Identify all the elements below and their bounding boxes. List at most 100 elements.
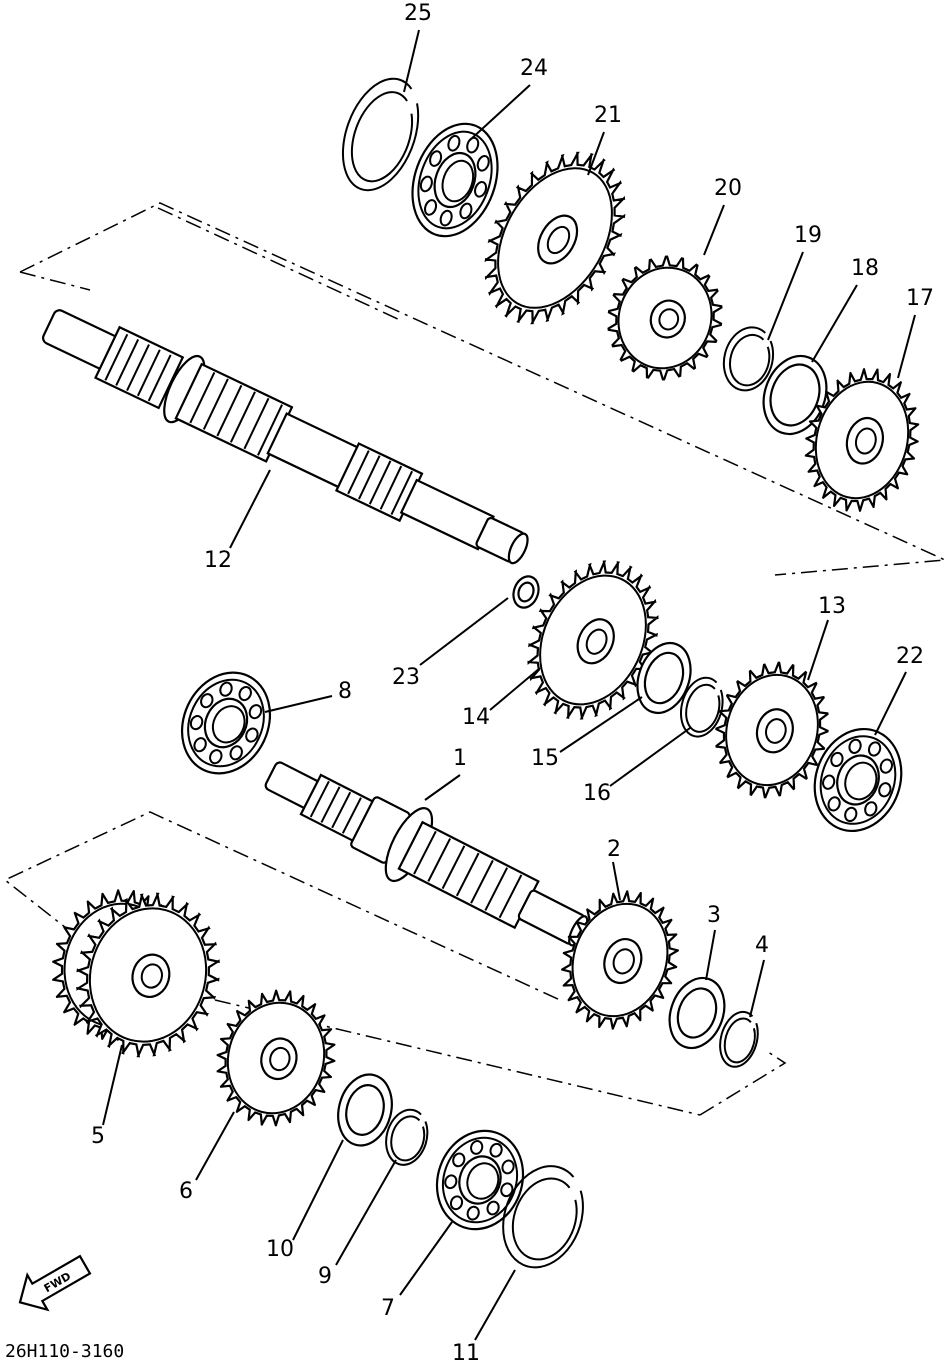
callout-part-18: 18: [811, 256, 879, 363]
leader-line: [424, 774, 461, 801]
callout-number: 23: [392, 665, 420, 690]
part-4-circlip: [719, 1010, 759, 1068]
part-24-bearing: [411, 122, 499, 238]
part-20-gear: [607, 255, 723, 381]
part-5-gear: [52, 889, 220, 1058]
main-axle-group-boundary: [3, 811, 787, 1116]
leader-line: [587, 131, 605, 176]
part-18-washer: [762, 354, 828, 436]
part-17-gear: [804, 368, 920, 512]
leader-line: [559, 696, 643, 753]
callout-part-25: 25: [403, 1, 432, 93]
callout-number: 19: [794, 223, 822, 248]
callout-number: 8: [338, 679, 352, 704]
leader-line: [264, 695, 333, 713]
part-25-circlip: [342, 77, 420, 192]
part-10-washer: [337, 1073, 393, 1147]
callout-part-14: 14: [462, 667, 541, 730]
callout-number: 15: [531, 746, 559, 771]
leader-line: [807, 619, 829, 681]
part-8-bearing: [180, 671, 272, 775]
callout-number: 10: [266, 1237, 294, 1262]
callout-number: 16: [583, 781, 611, 806]
callout-number: 18: [851, 256, 879, 281]
leader-line: [897, 314, 916, 379]
callout-number: 25: [404, 1, 432, 26]
part-15-washer: [636, 642, 692, 714]
leader-line: [489, 667, 541, 711]
callout-number: 5: [91, 1124, 105, 1149]
callout-part-20: 20: [703, 176, 742, 256]
leader-line: [612, 861, 621, 901]
callout-part-15: 15: [531, 696, 643, 771]
callout-part-16: 16: [583, 727, 691, 806]
leader-line: [419, 597, 509, 666]
part-11-circlip: [502, 1165, 584, 1269]
callout-part-1: 1: [424, 746, 467, 801]
part-6-gear: [216, 989, 336, 1127]
callout-number: 24: [520, 56, 548, 81]
part-9-circlip: [385, 1108, 429, 1166]
leader-line: [469, 84, 531, 141]
drive-axle: [42, 309, 529, 565]
leader-line: [705, 929, 716, 981]
callout-part-11: 11: [452, 1269, 516, 1363]
callout-number: 22: [896, 644, 924, 669]
callout-number: 11: [452, 1341, 480, 1363]
callout-number: 17: [906, 286, 934, 311]
leader-line: [703, 204, 725, 256]
leader-line: [811, 284, 858, 363]
callout-number: 9: [318, 1264, 332, 1289]
leader-line: [874, 671, 907, 736]
callout-number: 20: [714, 176, 742, 201]
part-2-gear: [561, 890, 679, 1030]
callout-number: 1: [453, 746, 467, 771]
callout-part-7: 7: [381, 1221, 453, 1321]
forward-arrow-icon: FWD: [18, 1254, 92, 1312]
callout-part-17: 17: [897, 286, 934, 379]
leader-line: [195, 1111, 235, 1181]
callout-part-9: 9: [318, 1159, 397, 1289]
leader-line: [292, 1139, 344, 1241]
part-21-gear: [484, 151, 626, 325]
part-14-gear: [527, 560, 659, 720]
callout-part-13: 13: [807, 594, 846, 681]
drive-axle-group-boundary: [19, 202, 948, 576]
leader-line: [767, 251, 804, 341]
callout-part-4: 4: [749, 933, 769, 1018]
callout-part-23: 23: [392, 597, 509, 690]
drawing-code: 26H110-3160: [5, 1341, 124, 1362]
part-13-gear: [715, 661, 829, 799]
leader-line: [609, 727, 691, 787]
leader-line: [403, 29, 420, 93]
callout-number: 2: [607, 837, 621, 862]
callout-number: 12: [204, 548, 232, 573]
part-7-bearing: [435, 1129, 525, 1231]
callout-part-3: 3: [705, 903, 721, 981]
callout-part-8: 8: [264, 679, 352, 713]
callout-part-6: 6: [179, 1111, 235, 1204]
callout-part-10: 10: [266, 1139, 344, 1262]
callout-part-24: 24: [469, 56, 548, 141]
callout-part-5: 5: [91, 1044, 123, 1149]
callout-number: 3: [707, 903, 721, 928]
part-22-bearing: [813, 727, 903, 833]
callout-part-21: 21: [587, 103, 622, 176]
leader-line: [335, 1159, 397, 1266]
main-axle: [264, 761, 589, 947]
callout-part-22: 22: [874, 644, 924, 736]
leader-line: [229, 469, 271, 549]
callout-part-2: 2: [607, 837, 621, 901]
leader-line: [102, 1044, 123, 1126]
callout-part-19: 19: [767, 223, 822, 341]
callout-number: 7: [381, 1296, 395, 1321]
leader-line: [474, 1269, 516, 1341]
callout-number: 13: [818, 594, 846, 619]
part-19-circlip: [722, 326, 775, 392]
leader-line: [399, 1221, 453, 1296]
part-23-collar: [512, 575, 540, 609]
callout-number: 6: [179, 1179, 193, 1204]
callout-number: 4: [755, 933, 769, 958]
callout-part-12: 12: [204, 469, 271, 573]
